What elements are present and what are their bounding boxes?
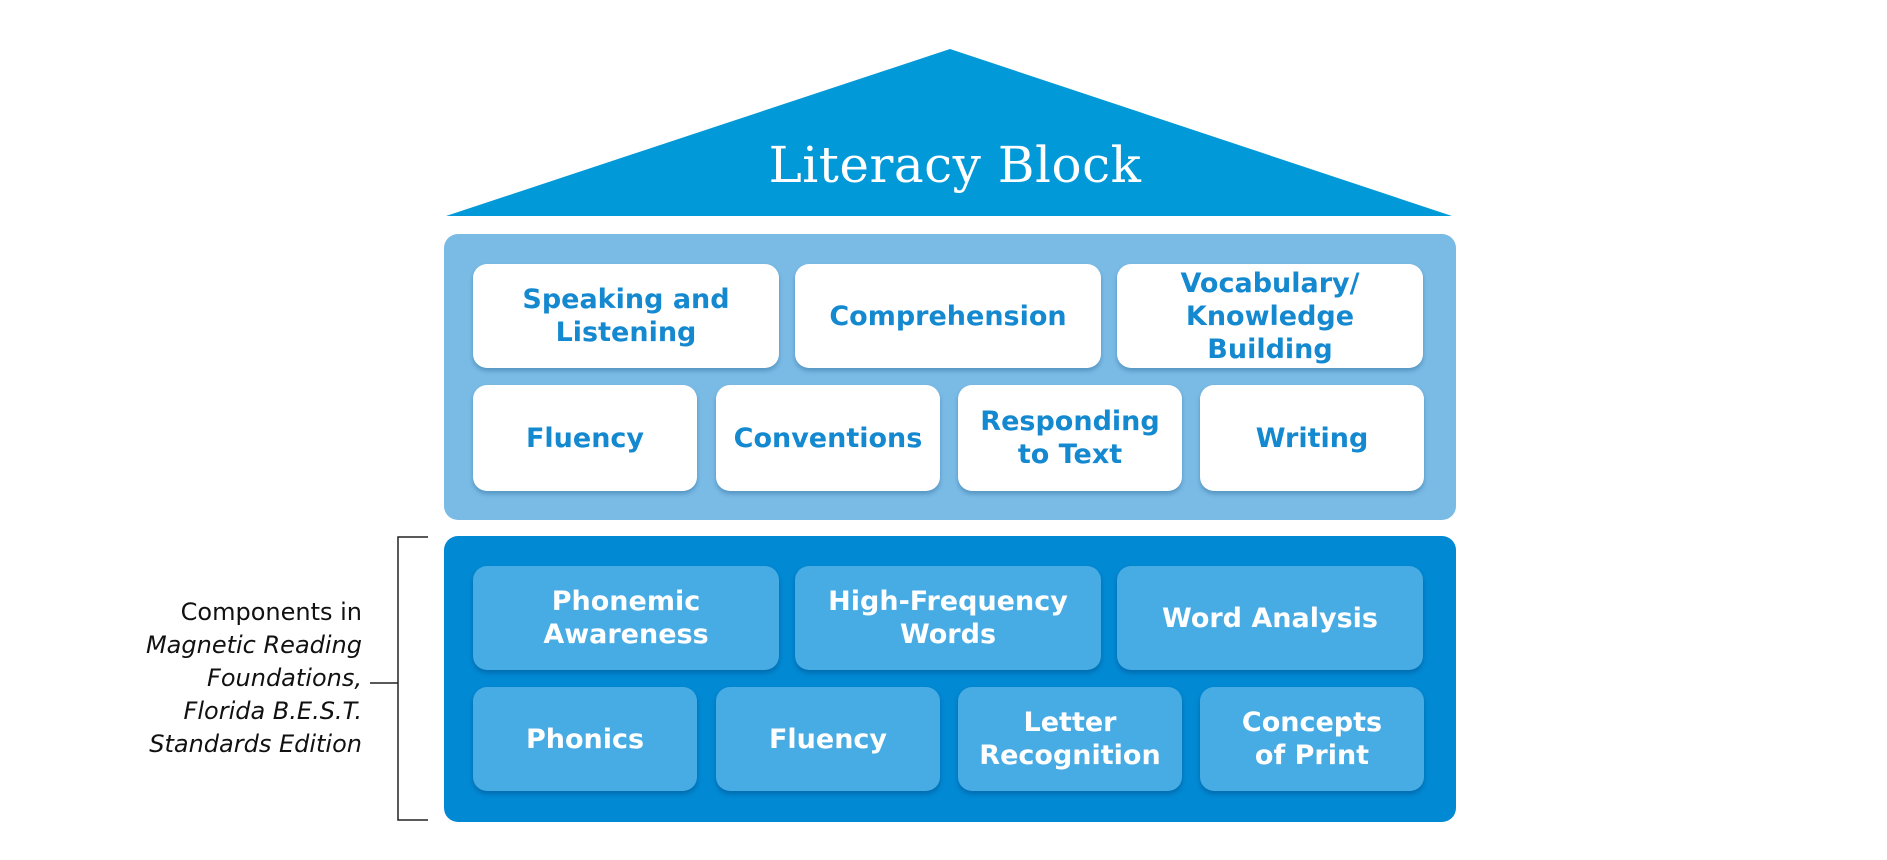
literacy-block-title: Literacy Block (768, 136, 1142, 194)
tile-vocabulary-knowledge-building: Vocabulary/ Knowledge Building (1117, 264, 1423, 368)
side-label-line-5: Standards Edition (149, 730, 362, 758)
components-side-label: Components in Magnetic Reading Foundatio… (100, 596, 362, 761)
tile-high-frequency-words: High-Frequency Words (795, 566, 1101, 670)
tile-phonics: Phonics (473, 687, 697, 791)
tile-fluency-bottom: Fluency (716, 687, 940, 791)
tile-comprehension: Comprehension (795, 264, 1101, 368)
side-label-line-2: Magnetic Reading (145, 631, 362, 659)
tile-word-analysis: Word Analysis (1117, 566, 1423, 670)
side-label-line-3: Foundations, (207, 664, 362, 692)
side-label-line-1: Components in (180, 598, 362, 626)
tile-letter-recognition: Letter Recognition (958, 687, 1182, 791)
tile-conventions: Conventions (716, 385, 940, 491)
tile-phonemic-awareness: Phonemic Awareness (473, 566, 779, 670)
side-label-line-4: Florida B.E.S.T. (183, 697, 362, 725)
tile-speaking-and-listening: Speaking and Listening (473, 264, 779, 368)
tile-concepts-of-print: Concepts of Print (1200, 687, 1424, 791)
tile-responding-to-text: Responding to Text (958, 385, 1182, 491)
tile-writing: Writing (1200, 385, 1424, 491)
tile-fluency-top: Fluency (473, 385, 697, 491)
